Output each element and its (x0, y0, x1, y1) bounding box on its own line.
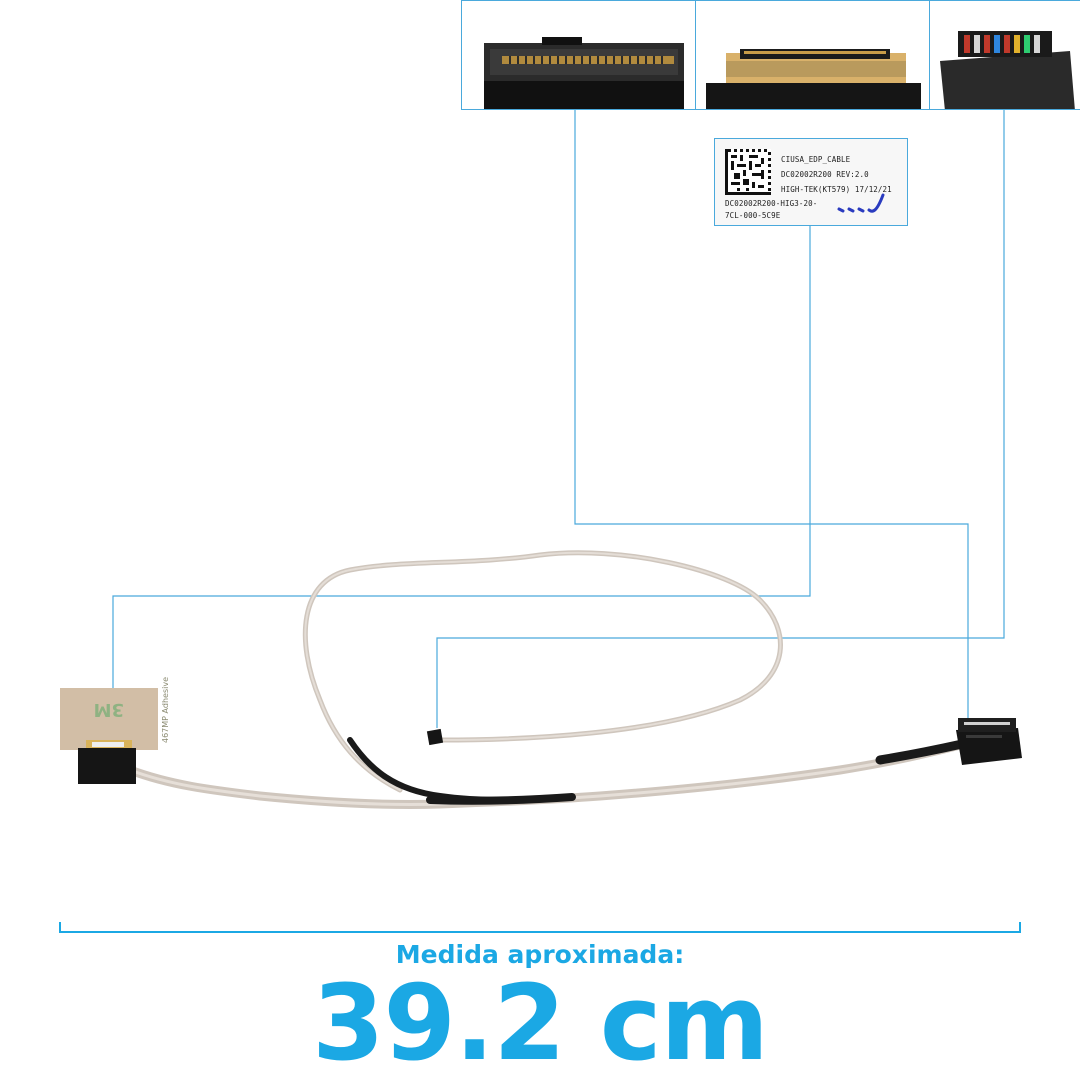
connector-detail-3 (930, 1, 1080, 109)
label-line-4: DC02002R200-HIG3-20- (725, 199, 818, 208)
label-line-3: HIGH-TEK(KT579) 17/12/21 (781, 185, 892, 194)
zoom-connector-left (461, 0, 696, 110)
guide-line-right-connector (574, 110, 969, 728)
cable-loop (302, 550, 783, 793)
datamatrix-code (725, 149, 771, 195)
product-label: CIUSA_EDP_CABLE DC02002R200 REV:2.0 HIGH… (714, 138, 908, 226)
checkmark-signature (837, 193, 885, 213)
tape-brand: 3M (94, 699, 124, 720)
measurement-bracket (59, 922, 1021, 933)
label-line-1: CIUSA_EDP_CABLE (781, 155, 851, 164)
left-connector: 3M 467MP Adhesive (60, 677, 170, 784)
measurement-caption: Medida aproximada: (395, 940, 685, 969)
svg-text:467MP Adhesive: 467MP Adhesive (161, 677, 170, 743)
small-connector (426, 728, 444, 746)
adhesive-tape (60, 688, 158, 750)
cable-sleeve (347, 737, 573, 803)
measurement-value: 39.2 cm (312, 962, 769, 1084)
connector-detail-2 (696, 1, 929, 109)
label-line-2: DC02002R200 REV:2.0 (781, 170, 869, 179)
label-line-5: 7CL-000-5C9E (725, 211, 781, 220)
connector-detail-1 (462, 1, 695, 109)
right-connector (956, 718, 1022, 765)
zoom-connector-right (695, 0, 930, 110)
zoom-connector-small (929, 0, 1080, 110)
guide-line-left-connector (112, 226, 811, 688)
guide-lines (112, 110, 1005, 728)
guide-line-small-connector (436, 110, 1005, 728)
